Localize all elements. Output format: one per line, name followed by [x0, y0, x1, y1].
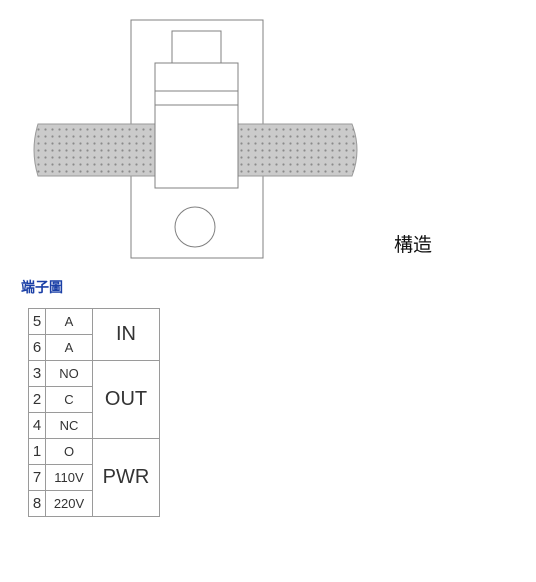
terminal-row: 1 O PWR [28, 438, 160, 517]
sensor-cap [171, 30, 222, 64]
terminal-row: 6 A [28, 334, 160, 361]
terminal-group-pwr: PWR [92, 438, 160, 517]
terminal-pin: A [45, 308, 93, 335]
terminal-pin: A [45, 334, 93, 361]
terminal-pin: NC [45, 412, 93, 439]
terminal-row: 5 A IN [28, 308, 160, 361]
terminal-number: 3 [28, 360, 46, 387]
sensor-body [154, 62, 239, 189]
terminal-number: 8 [28, 490, 46, 517]
terminal-pin: 220V [45, 490, 93, 517]
structure-diagram [33, 19, 358, 259]
structure-label: 構造 [394, 234, 433, 256]
terminal-number: 6 [28, 334, 46, 361]
terminal-table: 5 A IN 6 A 3 NO OUT 2 C 4 NC 1 O PWR 7 1… [28, 308, 160, 517]
terminal-group-in: IN [92, 308, 160, 361]
terminal-pin: C [45, 386, 93, 413]
terminal-group-out: OUT [92, 360, 160, 439]
terminal-number: 2 [28, 386, 46, 413]
terminal-row: 4 NC [28, 412, 160, 439]
terminal-row: 8 220V [28, 490, 160, 517]
terminal-number: 5 [28, 308, 46, 335]
terminal-pin: O [45, 438, 93, 465]
terminal-row: 3 NO OUT [28, 360, 160, 439]
terminal-number: 4 [28, 412, 46, 439]
terminal-number: 7 [28, 464, 46, 491]
terminal-row: 7 110V [28, 464, 160, 491]
terminal-diagram-title: 端子圖 [21, 280, 63, 296]
terminal-number: 1 [28, 438, 46, 465]
terminal-pin: 110V [45, 464, 93, 491]
terminal-pin: NO [45, 360, 93, 387]
mounting-hole [174, 206, 216, 248]
